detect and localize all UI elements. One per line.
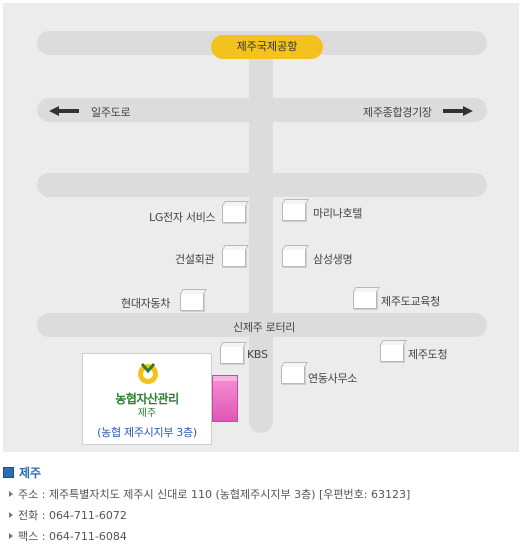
office-pointer <box>202 393 212 409</box>
landmark-samsung: 삼성생명 <box>313 253 353 266</box>
arrow-left-icon <box>49 106 79 116</box>
building-icon <box>222 249 246 267</box>
arrow-right-icon <box>443 106 473 116</box>
landmark-construction: 건설회관 <box>175 253 215 266</box>
landmark-hyundai: 현대자동차 <box>121 297 171 310</box>
phone-row: 전화 : 064-711-6072 <box>3 507 518 523</box>
road-right-label: 제주종합경기장 <box>363 106 432 119</box>
building-icon <box>222 205 246 223</box>
triangle-bullet-icon <box>9 512 13 518</box>
building-icon <box>380 344 404 362</box>
triangle-bullet-icon <box>9 491 13 497</box>
landmark-education: 제주도교육청 <box>381 295 440 308</box>
office-title: 농협자산관리 <box>115 392 179 406</box>
landmark-dochung: 제주도청 <box>408 348 448 361</box>
location-map: 제주국제공항 일주도로 제주종합경기장 LG전자 서비스 마리나호텔 건설회관 … <box>3 3 519 452</box>
nonghyup-logo-icon <box>138 363 158 384</box>
office-card: 농협자산관리 제주 (농협 제주시지부 3층) <box>82 353 212 445</box>
rotary-label: 신제주 로터리 <box>233 321 296 334</box>
office-note: (농협 제주시지부 3층) <box>97 426 197 439</box>
fax-row: 팩스 : 064-711-6084 <box>3 528 518 544</box>
landmark-marina: 마리나호텔 <box>313 207 363 220</box>
main-road-vertical <box>249 33 273 433</box>
middle-road <box>37 173 487 197</box>
ring-road <box>37 98 487 122</box>
location-info: 제주 주소 : 제주특별자치도 제주시 신대로 110 (농협제주시지부 3층)… <box>3 464 518 544</box>
office-building-marker <box>212 375 238 422</box>
airport-label: 제주국제공항 <box>211 35 323 59</box>
landmark-kbs: KBS <box>247 348 268 361</box>
phone-text: 전화 : 064-711-6072 <box>18 509 127 522</box>
road-left-label: 일주도로 <box>91 106 131 119</box>
square-bullet-icon <box>3 467 14 478</box>
info-title: 제주 <box>3 464 518 481</box>
landmark-yeondong: 연동사무소 <box>308 372 358 385</box>
rotary-road <box>37 313 487 337</box>
building-icon <box>180 293 204 311</box>
office-sub: 제주 <box>137 408 157 419</box>
triangle-bullet-icon <box>9 533 13 539</box>
fax-text: 팩스 : 064-711-6084 <box>18 530 127 543</box>
building-icon <box>220 346 244 364</box>
info-title-text: 제주 <box>19 466 42 480</box>
building-icon <box>353 291 377 309</box>
building-icon <box>282 203 306 221</box>
building-icon <box>281 366 305 384</box>
landmark-lg: LG전자 서비스 <box>149 211 216 224</box>
building-icon <box>282 249 306 267</box>
address-row: 주소 : 제주특별자치도 제주시 신대로 110 (농협제주시지부 3층) [우… <box>3 486 518 502</box>
address-text: 주소 : 제주특별자치도 제주시 신대로 110 (농협제주시지부 3층) [우… <box>18 488 411 501</box>
